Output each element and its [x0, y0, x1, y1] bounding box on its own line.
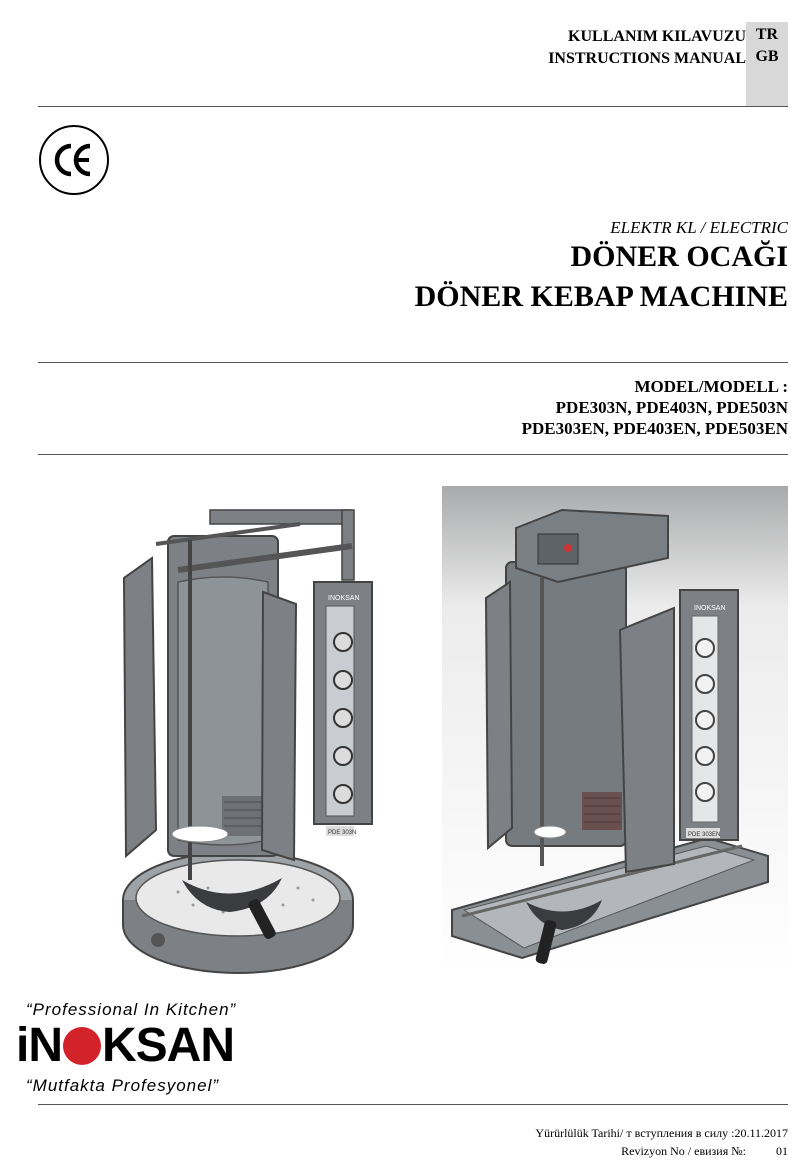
- lang-code-tr: TR: [755, 26, 779, 43]
- logo-tagline-top: “Professional In Kitchen”: [26, 1000, 237, 1019]
- header-divider: [38, 106, 788, 107]
- lang-code-gb: GB: [755, 48, 779, 65]
- product-subtitle: ELEKTR KL / ELECTRIC: [610, 218, 788, 237]
- footer-date-row: Yürürlülük Tarihi/ т вступления в силу :…: [535, 1124, 788, 1142]
- footer-divider: [38, 1104, 788, 1105]
- footer-date-label: Yürürlülük Tarihi/ т вступления в силу :: [535, 1126, 735, 1140]
- header-line-gb: INSTRUCTIONS MANUAL: [548, 50, 746, 67]
- inoksan-logo: “Professional In Kitchen” iN KSAN “Mutfak…: [16, 1000, 256, 1096]
- right-panel-brand: INOKSAN: [694, 605, 726, 612]
- product-title-tr: DÖNER OCAĞI: [570, 240, 788, 273]
- model-list: MODEL/MODELL : PDE303N, PDE403N, PDE503N…: [522, 376, 788, 439]
- language-box: TR GB: [746, 22, 788, 106]
- header-line-tr: KULLANIM KILAVUZU: [568, 28, 746, 45]
- logo-brand-left: iN: [16, 1019, 63, 1072]
- model-line-2: PDE303EN, PDE403EN, PDE503EN: [521, 419, 788, 438]
- logo-brand-right: KSAN: [102, 1019, 235, 1072]
- logo-wordmark: iN KSAN: [16, 1019, 235, 1072]
- footer-rev-value: 01: [776, 1144, 788, 1158]
- footer-rev-label: Revizyon No / евизия №:: [621, 1144, 746, 1158]
- model-label: MODEL/MODELL :: [634, 377, 788, 396]
- logo-red-circle-icon: [63, 1027, 101, 1065]
- ce-mark-icon: [39, 125, 109, 195]
- model-divider: [38, 454, 788, 455]
- left-model-plate: PDE 303N: [328, 830, 356, 836]
- manual-header: KULLANIM KILAVUZU INSTRUCTIONS MANUAL: [548, 26, 746, 70]
- title-divider: [38, 362, 788, 363]
- footer-date-value: 20.11.2017: [734, 1126, 788, 1140]
- footer-rev-row: Revizyon No / евизия №: 01: [535, 1142, 788, 1160]
- model-line-1: PDE303N, PDE403N, PDE503N: [555, 398, 788, 417]
- right-model-plate: PDE 303EN: [688, 832, 720, 838]
- doner-machine-image-round: INOKSAN PDE 303N: [122, 509, 373, 974]
- doner-machine-image-square: INOKSAN PDE 303EN: [442, 486, 788, 974]
- logo-tagline-bottom: “Mutfakta Profesyonel”: [26, 1076, 220, 1095]
- document-footer: Yürürlülük Tarihi/ т вступления в силу :…: [535, 1124, 788, 1160]
- left-panel-brand: INOKSAN: [328, 595, 360, 602]
- product-title-gb: DÖNER KEBAP MACHINE: [414, 280, 788, 313]
